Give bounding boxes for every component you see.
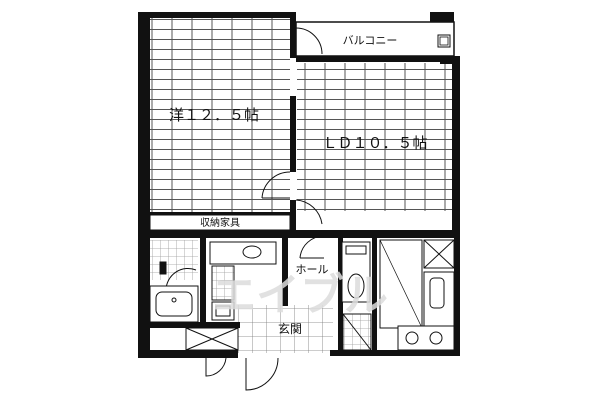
watermark-logo: エイブル xyxy=(212,270,388,321)
storage-furniture xyxy=(149,214,291,231)
walls xyxy=(138,12,460,358)
doors xyxy=(165,27,325,391)
western-room-label: 洋１２．５帖 xyxy=(169,106,259,124)
hall-label: ホール xyxy=(296,263,329,276)
balcony xyxy=(295,21,455,57)
storage-label: 収納家具 xyxy=(200,216,240,229)
western-room-floor xyxy=(150,18,290,212)
entrance-label: 玄関 xyxy=(278,321,302,336)
ldk-floor xyxy=(297,63,452,211)
bathroom xyxy=(149,241,277,323)
fixtures xyxy=(185,239,455,351)
room-labels: 洋１２．５帖 ＬＤ１０．５帖 バルコニー 収納家具 ホール 玄関 xyxy=(169,34,428,336)
ldk-label: ＬＤ１０．５帖 xyxy=(322,134,427,152)
entrance-floor xyxy=(238,305,333,353)
balcony-label: バルコニー xyxy=(343,34,398,47)
floors xyxy=(150,18,452,353)
